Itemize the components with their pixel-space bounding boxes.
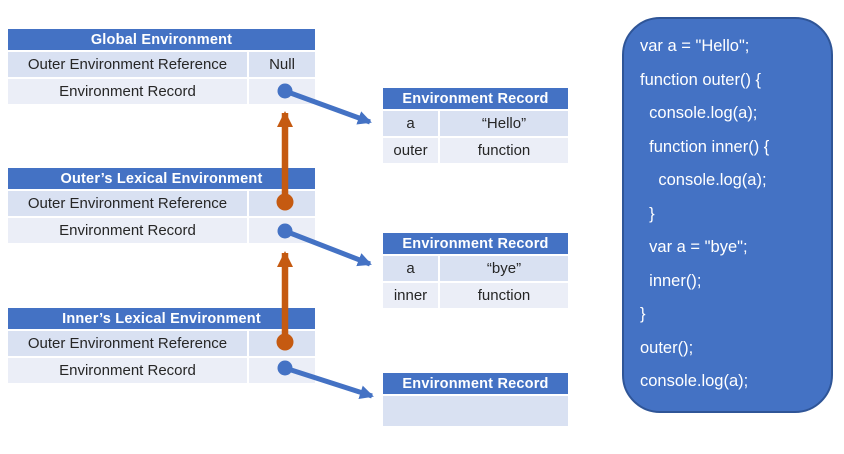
global-record-title: Environment Record	[383, 88, 568, 109]
outer-record-table: Environment Record a “bye” inner functio…	[383, 233, 568, 308]
inner-env-record-value	[249, 358, 315, 383]
inner-outer-ref-label: Outer Environment Reference	[8, 331, 247, 356]
outer-env-record-value	[249, 218, 315, 243]
inner-outer-ref-value	[249, 331, 315, 356]
outer-env-record-label: Environment Record	[8, 218, 247, 243]
global-record-var-name: a	[383, 111, 438, 136]
outer-outer-ref-label: Outer Environment Reference	[8, 191, 247, 216]
global-outer-ref-value: Null	[249, 52, 315, 77]
code-line: var a = "Hello";	[640, 37, 750, 55]
global-outer-ref-label: Outer Environment Reference	[8, 52, 247, 77]
global-record-fn-name: outer	[383, 138, 438, 163]
outer-record-title: Environment Record	[383, 233, 568, 254]
outer-record-var-name: a	[383, 256, 438, 281]
code-line: outer();	[640, 338, 694, 357]
inner-record-table: Environment Record	[383, 373, 568, 426]
inner-record-title: Environment Record	[383, 373, 568, 394]
code-line: console.log(a);	[640, 171, 767, 189]
inner-record-empty-row	[383, 396, 568, 426]
outer-record-var-value: “bye”	[440, 256, 568, 281]
code-line: console.log(a);	[640, 104, 758, 122]
inner-lexical-environment-title: Inner’s Lexical Environment	[8, 308, 315, 329]
outer-record-fn-value: function	[440, 283, 568, 308]
code-line: inner();	[640, 271, 702, 290]
inner-env-record-label: Environment Record	[8, 358, 247, 383]
global-env-record-label: Environment Record	[8, 79, 247, 104]
code-line: }	[640, 305, 646, 323]
code-line: function outer() {	[640, 70, 762, 89]
global-record-var-value: “Hello”	[440, 111, 568, 136]
global-record-table: Environment Record a “Hello” outer funct…	[383, 88, 568, 163]
code-line: }	[640, 204, 655, 223]
code-line: console.log(a);	[640, 372, 749, 390]
outer-lexical-environment-table: Outer’s Lexical Environment Outer Enviro…	[8, 168, 315, 243]
inner-lexical-environment-table: Inner’s Lexical Environment Outer Enviro…	[8, 308, 315, 383]
global-record-fn-value: function	[440, 138, 568, 163]
code-line: var a = "bye";	[640, 238, 748, 256]
global-environment-title: Global Environment	[8, 29, 315, 50]
global-environment-table: Global Environment Outer Environment Ref…	[8, 29, 315, 104]
code-line: function inner() {	[640, 137, 770, 156]
code-panel: var a = "Hello"; function outer() { cons…	[622, 17, 833, 413]
outer-outer-ref-value	[249, 191, 315, 216]
outer-lexical-environment-title: Outer’s Lexical Environment	[8, 168, 315, 189]
outer-record-fn-name: inner	[383, 283, 438, 308]
global-env-record-value	[249, 79, 315, 104]
